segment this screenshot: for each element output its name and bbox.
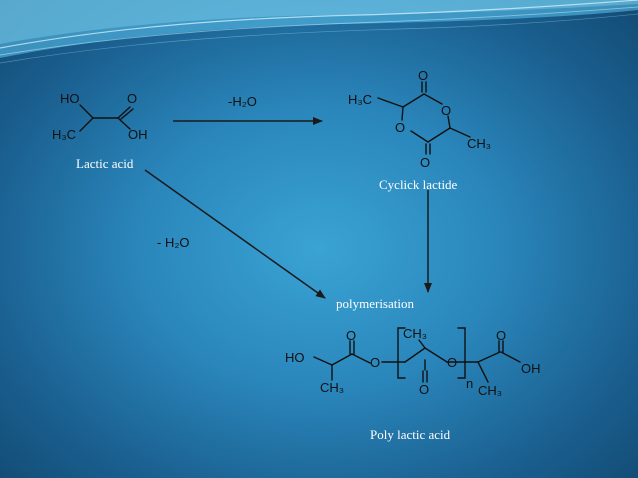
pla-ch3-top-label: CH₃ <box>403 326 427 341</box>
lactide-bottom-o-label: O <box>420 155 430 170</box>
lactic-ho-label: HO <box>60 91 80 106</box>
pla-n-subscript-label: n <box>466 376 473 391</box>
pla-ester-o-right-label: O <box>447 355 457 370</box>
pla-left-carbonyl-o-label: O <box>346 328 356 343</box>
pla-structure: HO O CH₃ O CH₃ O O n CH₃ O OH <box>285 326 541 398</box>
lactide-h3c-label: H₃C <box>348 92 372 107</box>
pla-left-bracket <box>397 327 406 379</box>
lactic-oh-label: OH <box>128 127 148 142</box>
arrow-lactic-to-pla <box>144 169 326 299</box>
lactide-top-o-label: O <box>418 68 428 83</box>
diagonal-arrow-condition: - H₂O <box>157 235 190 250</box>
pla-ho-label: HO <box>285 350 305 365</box>
top-arrow-condition: -H₂O <box>228 94 257 109</box>
pla-right-carbonyl-o-label: O <box>496 328 506 343</box>
pla-mid-carbonyl-o-label: O <box>419 382 429 397</box>
polymerisation-label: polymerisation <box>336 296 414 311</box>
lactide-structure: O H₃C O O CH₃ O <box>348 68 491 170</box>
lactide-ring-o-left-label: O <box>395 120 405 135</box>
pla-right-bracket <box>457 327 466 379</box>
lactic-h3c-label: H₃C <box>52 127 76 142</box>
lactic-acid-structure: HO O H₃C OH <box>52 91 148 142</box>
lactide-ring-o-right-label: O <box>441 103 451 118</box>
pla-oh-label: OH <box>521 361 541 376</box>
poly-lactic-acid-label: Poly lactic acid <box>370 427 451 442</box>
top-wave-decoration <box>0 0 638 64</box>
lactic-carbonyl-o-label: O <box>127 91 137 106</box>
pla-ester-o-left-label: O <box>370 355 380 370</box>
lactic-acid-label: Lactic acid <box>76 156 134 171</box>
lactide-ch3-label: CH₃ <box>467 136 491 151</box>
cyclic-lactide-label: Cyclick lactide <box>379 177 458 192</box>
pla-ch3-right-label: CH₃ <box>478 383 502 398</box>
pla-ch3-left-label: CH₃ <box>320 380 344 395</box>
